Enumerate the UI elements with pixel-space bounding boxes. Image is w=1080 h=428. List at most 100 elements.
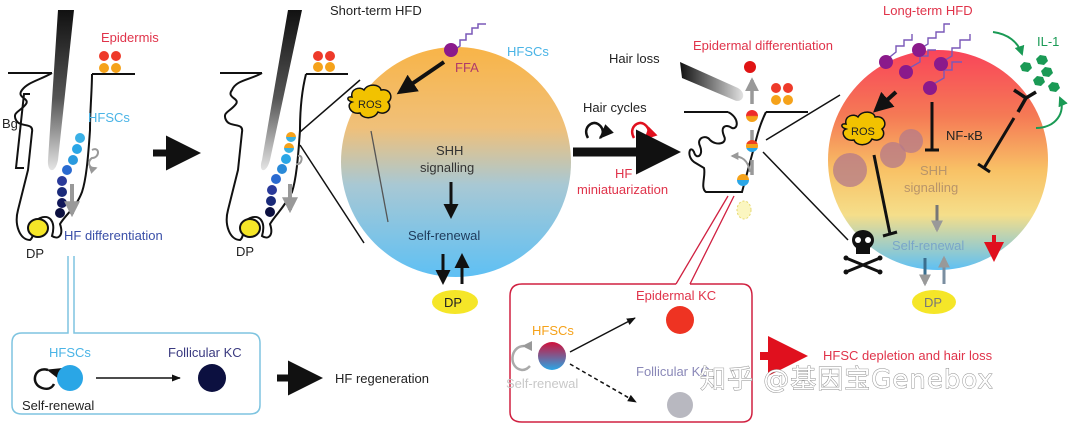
self-renewal-loop-icon [88, 148, 99, 174]
short-term-hfsc-cell: Short-term HFD FFA HFSCs ROS SHH signall… [330, 3, 571, 314]
epidermis-cell [111, 63, 121, 73]
signalling-label: signalling [904, 180, 958, 195]
callout-frame [509, 283, 753, 423]
normal-follicle: Epidermis HFSCs Bg DP HF differentiation [2, 10, 163, 261]
self-renewal-label: Self-renewal [22, 398, 94, 413]
dp-label: DP [924, 295, 942, 310]
hair-shaft [260, 10, 302, 171]
bulge-bracket [14, 93, 30, 169]
hair-cycle-icon [584, 121, 614, 140]
ros-inhibition-line [370, 130, 389, 223]
dermal-papilla [239, 218, 261, 238]
hfsc-depletion-label: HFSC depletion and hair loss [823, 348, 993, 363]
shed-hair [680, 62, 744, 101]
il1-secretion-arrow [992, 31, 1025, 56]
skull-crossbones-icon [843, 230, 883, 275]
damaged-organelle [899, 129, 923, 153]
hfscs-label: HFSCs [507, 44, 549, 59]
damaged-organelle [833, 153, 867, 187]
epidermal-kc-label: Epidermal KC [636, 288, 716, 303]
shh-label: SHH [920, 163, 947, 178]
ffa-nfkb-inhibition [925, 102, 939, 152]
zoom-line [765, 94, 841, 141]
epidermis-cell [99, 51, 109, 61]
hair-cycle-icon-red [630, 121, 658, 140]
faded-dermal-papilla [736, 200, 752, 220]
zoom-line [762, 151, 849, 241]
ros-label: ROS [851, 126, 875, 138]
hair-loss-label: Hair loss [609, 51, 660, 66]
epidermal-differentiation-label: Epidermal differentiation [693, 38, 833, 53]
ros-cloud-icon [841, 111, 886, 146]
ros-inhibition-line [872, 154, 898, 238]
long-term-hfsc-cell: Long-term HFD ROS NF-κB SHH signalling S… [828, 3, 1068, 314]
hfscs-label: HFSCs [88, 110, 130, 125]
hair-cycles-label: Hair cycles [583, 100, 647, 115]
self-renewal-loop-icon [33, 367, 63, 391]
ffa-label: FFA [455, 60, 479, 75]
mixed-hfsc-cell [538, 342, 566, 370]
short-term-hfd-title: Short-term HFD [330, 3, 422, 18]
dermal-papilla-oval [432, 290, 478, 314]
ffa-to-ros-arrow [873, 90, 898, 113]
self-renewal-loop-icon [511, 340, 533, 372]
zoom-line [299, 144, 365, 244]
callout-line [675, 195, 729, 285]
il1-feedback-arrow [1035, 96, 1068, 129]
self-renewal-label: Self-renewal [408, 228, 480, 243]
hfd-summary-box: Epidermal KC HFSCs Self-renewal Follicul… [506, 283, 993, 423]
watermark: 知乎 @基因宝Genebox [700, 365, 994, 395]
self-renewal-label: Self-renewal [892, 238, 964, 253]
il1-inhibition-line [977, 117, 1016, 174]
hf-label: HF [615, 166, 632, 181]
miniaturization-label: miniatuarization [577, 182, 668, 197]
short-term-cell-body [341, 47, 571, 277]
hair-shaft [47, 10, 74, 171]
epidermal-kc-cell [666, 306, 694, 334]
differentiated-cell [744, 61, 756, 73]
ros-cloud-icon [347, 84, 392, 119]
self-renewal-label: Self-renewal [506, 376, 578, 391]
ffa-to-ros-arrow [396, 60, 446, 95]
hfsc-cell-column [265, 132, 296, 217]
ffa-tail-icon [453, 23, 486, 51]
dp-label: DP [26, 246, 44, 261]
ffa-molecule-icon [444, 43, 458, 57]
follicular-kc-label: Follicular KC [168, 345, 242, 360]
follicular-kc-label: Follicular KC [636, 364, 710, 379]
branch-arrow [730, 152, 751, 173]
il1-label: IL-1 [1037, 34, 1059, 49]
epidermal-differentiation-arrow [569, 317, 636, 353]
damaged-organelle [880, 142, 906, 168]
hfsc-cell [57, 365, 83, 391]
hf-regeneration-label: HF regeneration [335, 371, 429, 386]
long-term-hfd-title: Long-term HFD [883, 3, 973, 18]
callout-frame [11, 256, 261, 415]
il1-receptor-icon [1013, 88, 1037, 113]
epidermis-label: Epidermis [101, 30, 159, 45]
hfscs-label: HFSCs [49, 345, 91, 360]
follicular-kc-cell [667, 392, 693, 418]
zoom-line [299, 79, 361, 133]
normal-summary-box: HFSCs Follicular KC Self-renewal HF rege… [11, 256, 429, 415]
dp-label: DP [236, 244, 254, 259]
shh-label: SHH [436, 143, 463, 158]
epidermis-cell [111, 51, 121, 61]
hfsc-cell-column [55, 133, 85, 218]
dermal-papilla [27, 218, 49, 238]
short-term-follicle: DP [220, 10, 365, 259]
hf-differentiation-label: HF differentiation [64, 228, 163, 243]
follicular-kc-cell [198, 364, 226, 392]
follicle-outline [688, 111, 767, 193]
transition: Hair cycles HF miniatuarization [573, 100, 681, 197]
callout-line [689, 195, 735, 285]
dp-label: DP [444, 295, 462, 310]
epidermis-cell [99, 63, 109, 73]
miniaturized-follicle: Hair loss Epidermal differentiation [609, 38, 849, 285]
bulge-label: Bg [2, 116, 18, 131]
ros-label: ROS [358, 99, 382, 111]
follicular-differentiation-arrow [569, 363, 637, 403]
hfscs-label: HFSCs [532, 323, 574, 338]
ffa-molecules [879, 23, 971, 95]
